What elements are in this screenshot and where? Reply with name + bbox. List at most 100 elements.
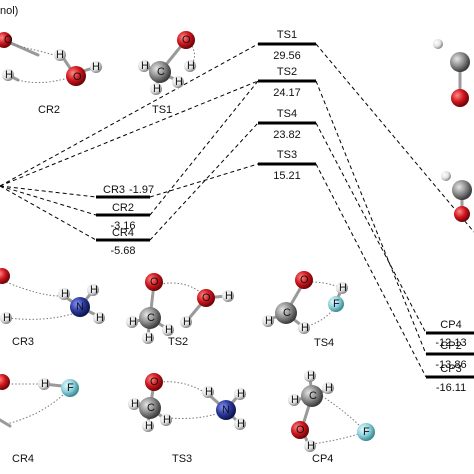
structure-cp4: C O F H H H H CP4 bbox=[288, 370, 375, 465]
oxygen-atom bbox=[291, 421, 309, 439]
atom-symbol: N bbox=[222, 404, 230, 416]
atom-symbol: H bbox=[307, 440, 315, 452]
atom-symbol: H bbox=[56, 49, 64, 61]
carbon-atom bbox=[450, 52, 470, 72]
hydrogen-atom bbox=[234, 388, 246, 400]
connector bbox=[149, 80, 259, 216]
connector bbox=[315, 122, 427, 334]
atom-symbol: H bbox=[265, 315, 273, 327]
atom-symbol: N bbox=[76, 301, 84, 313]
oxygen-atom bbox=[145, 273, 163, 291]
structure-label: TS2 bbox=[168, 336, 188, 348]
atom-symbol: H bbox=[96, 312, 104, 324]
connector bbox=[315, 163, 427, 378]
structure-label: CR3 bbox=[12, 336, 34, 348]
nitrogen-atom bbox=[216, 400, 236, 420]
hydrogen-atom bbox=[184, 60, 196, 72]
atom-symbol: H bbox=[301, 322, 309, 334]
hydrogen-atom bbox=[222, 290, 234, 302]
atom-symbol: C bbox=[283, 307, 291, 319]
hydrogen-atom bbox=[262, 315, 274, 327]
connector bbox=[0, 185, 97, 216]
atom-symbol: H bbox=[225, 290, 233, 302]
level-name: CR2 bbox=[112, 202, 134, 214]
oxygen-atom bbox=[454, 206, 470, 222]
level-name: CP4 bbox=[440, 319, 461, 331]
structure-cr2: O H H H O CR2 bbox=[0, 32, 102, 116]
atom-symbol: F bbox=[333, 298, 340, 310]
hydrogen-atom bbox=[126, 316, 138, 328]
oxygen-atom bbox=[0, 32, 12, 48]
structure-partial-mid-right bbox=[441, 171, 472, 222]
atom-symbol: C bbox=[157, 66, 165, 78]
connector bbox=[0, 43, 259, 187]
level-ts1: TS1 29.56 bbox=[258, 29, 316, 62]
hydrogen-atom bbox=[288, 394, 300, 406]
level-cr4: CR4 -5.68 bbox=[96, 227, 150, 257]
atom-symbol: O bbox=[202, 292, 211, 304]
connector bbox=[0, 80, 259, 187]
level-ts3: TS3 15.21 bbox=[258, 149, 316, 182]
atom-symbol: H bbox=[237, 388, 245, 400]
atom-symbol: H bbox=[131, 398, 139, 410]
hydrogen-atom bbox=[433, 39, 443, 49]
atom-symbol: H bbox=[165, 324, 173, 336]
hydrogen-atom bbox=[336, 282, 348, 294]
atom-symbol: H bbox=[237, 418, 245, 430]
atom-symbol: F bbox=[363, 426, 370, 438]
hydrogen-atom bbox=[172, 76, 184, 88]
connector bbox=[0, 185, 97, 241]
atom-symbol: H bbox=[61, 288, 69, 300]
energy-levels: TS1 29.56 TS2 24.17 TS4 23.82 TS3 15.21 … bbox=[96, 29, 474, 394]
atom-symbol: O bbox=[150, 276, 159, 288]
level-name: CR3 bbox=[103, 184, 125, 196]
level-cp3: CP3 -16.11 bbox=[426, 363, 474, 394]
atom-symbol: H bbox=[129, 316, 137, 328]
atom-symbol: O bbox=[182, 34, 191, 46]
structure-label: CR4 bbox=[12, 453, 34, 465]
hydrogen-atom bbox=[138, 60, 150, 72]
hydrogen-atom bbox=[162, 324, 174, 336]
connector bbox=[315, 43, 474, 233]
atom-symbol: H bbox=[5, 69, 13, 81]
structure-ts4: O C F H H H TS4 bbox=[262, 271, 348, 349]
connector bbox=[315, 80, 427, 355]
atom-symbol: C bbox=[147, 402, 155, 414]
level-value: -13.86 bbox=[435, 359, 466, 371]
atom-symbol: H bbox=[183, 316, 191, 328]
hydrogen-atom bbox=[322, 382, 334, 394]
oxygen-atom bbox=[295, 271, 313, 289]
hydrogen-atom bbox=[87, 284, 99, 296]
level-name: CP3 bbox=[440, 363, 461, 375]
atom-symbol: H bbox=[3, 312, 11, 324]
hydrogen-atom bbox=[2, 69, 14, 81]
level-name: TS1 bbox=[277, 29, 297, 41]
structure-cr3: N H H H H CR3 bbox=[0, 268, 105, 348]
atom-symbol: O bbox=[150, 376, 159, 388]
structure-ts1: O C H H H H TS1 bbox=[138, 31, 196, 116]
fluorine-atom bbox=[61, 379, 79, 397]
hydrogen-atom bbox=[150, 83, 162, 95]
carbon-atom bbox=[139, 397, 161, 419]
hydrogen-atom bbox=[160, 414, 172, 426]
atom-symbol: H bbox=[141, 60, 149, 72]
oxygen-atom bbox=[197, 289, 215, 307]
hydrogen-atom bbox=[0, 312, 12, 324]
connector bbox=[149, 163, 259, 198]
fluorine-atom bbox=[357, 423, 375, 441]
carbon-atom bbox=[452, 180, 472, 200]
hydrogen-atom bbox=[93, 312, 105, 324]
level-cp4: CP4 -12.13 bbox=[426, 319, 474, 349]
level-ts4: TS4 23.82 bbox=[258, 108, 316, 141]
hydrogen-atom bbox=[304, 440, 316, 452]
atom-symbol: H bbox=[339, 282, 347, 294]
hydrogen-atom bbox=[202, 386, 214, 398]
level-value: 15.21 bbox=[273, 170, 301, 182]
structure-label: CR2 bbox=[38, 104, 60, 116]
atom-symbol: H bbox=[92, 61, 100, 73]
unit-label: nol) bbox=[0, 5, 18, 17]
level-value: -12.13 bbox=[435, 337, 466, 349]
connector bbox=[0, 185, 97, 198]
hydrogen-atom bbox=[304, 370, 316, 382]
oxygen-atom bbox=[0, 374, 10, 390]
